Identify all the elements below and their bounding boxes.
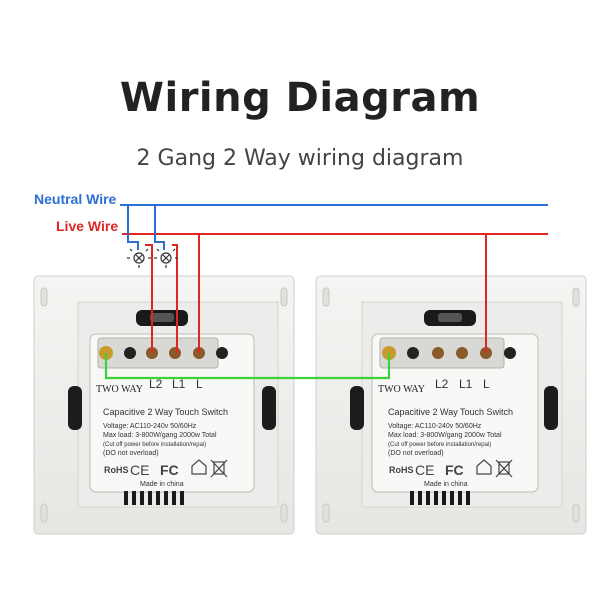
mount-clip-right	[262, 386, 276, 430]
traveller-link	[104, 353, 391, 380]
lamp-1-icon	[127, 248, 151, 268]
voltage-spec: Voltage: AC110-240v 50/60Hz	[388, 423, 482, 430]
page-title: Wiring Diagram	[119, 75, 481, 121]
rohs-icon: RoHS	[389, 465, 414, 475]
max-load-spec: Max load: 3-800W/gang 2000w Total	[388, 432, 502, 439]
terminal-label-l1: L1	[459, 377, 473, 391]
warning-text-2: (DO not overload)	[388, 450, 444, 457]
weee-bin-icon	[210, 459, 228, 478]
warning-text-2: (DO not overload)	[103, 450, 159, 457]
rohs-icon: RoHS	[104, 465, 129, 475]
page-subtitle: 2 Gang 2 Way wiring diagram	[136, 146, 464, 171]
product-name: Capacitive 2 Way Touch Switch	[388, 407, 513, 417]
ce-mark-icon: CE	[130, 462, 149, 478]
terminal-l1	[456, 347, 468, 359]
brand-label: TWO WAY	[378, 384, 425, 395]
warning-text: (Cut off power before installation/repai…	[103, 442, 206, 448]
brand-label: TWO WAY	[96, 384, 143, 395]
mount-clip-left	[350, 386, 364, 430]
lamp1-to-l2	[145, 244, 153, 353]
indoor-use-icon	[191, 459, 207, 475]
terminal-label-l: L	[483, 377, 490, 391]
made-in-label: Made in china	[424, 481, 468, 488]
neutral-drop-lamp2	[154, 205, 165, 250]
neutral-wire-label: Neutral Wire	[34, 191, 117, 207]
terminal-l2	[432, 347, 444, 359]
lamp2-to-l1	[172, 244, 178, 353]
made-in-label: Made in china	[140, 481, 184, 488]
terminal-label-l2: L2	[435, 377, 449, 391]
switch-module-right	[371, 333, 539, 493]
mount-clip-right	[544, 386, 558, 430]
terminal-label-l2: L2	[149, 377, 163, 391]
max-load-spec: Max load: 3-800W/gang 2000w Total	[103, 432, 217, 439]
terminal-label-l1: L1	[172, 377, 186, 391]
ce-mark-icon: CE	[415, 462, 434, 478]
indoor-use-icon	[476, 459, 492, 475]
wires	[104, 204, 548, 380]
terminal-l1	[169, 347, 181, 359]
weee-bin-icon	[495, 459, 513, 478]
voltage-spec: Voltage: AC110-240v 50/60Hz	[103, 423, 197, 430]
lamp-2-icon	[154, 248, 178, 268]
live-wire-label: Live Wire	[56, 218, 119, 234]
fcc-mark-icon: FC	[445, 462, 464, 478]
neutral-drop-lamp1	[127, 205, 139, 250]
switch-right: TWO WAY L2 L1 L Capacitive 2 Way Touch S…	[315, 275, 587, 535]
fcc-mark-icon: FC	[160, 462, 179, 478]
mount-clip-left	[68, 386, 82, 430]
switch-left: TWO WAY L2 L1 L Capacitive 2 Way Touch S…	[33, 275, 295, 535]
product-name: Capacitive 2 Way Touch Switch	[103, 407, 228, 417]
warning-text: (Cut off power before installation/repai…	[388, 442, 491, 448]
terminal-label-l: L	[196, 377, 203, 391]
